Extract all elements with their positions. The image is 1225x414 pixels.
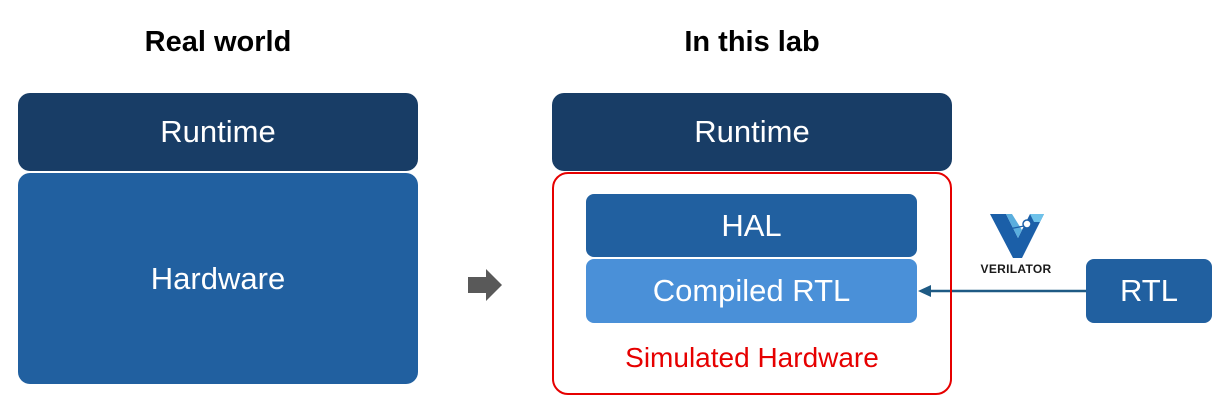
simulated-hardware-label: Simulated Hardware (625, 342, 879, 373)
verilator-label: VERILATOR (980, 262, 1052, 276)
lab-runtime-label: Runtime (694, 114, 810, 149)
hal-box: HAL (586, 194, 917, 257)
real-world-hardware-label: Hardware (150, 260, 286, 296)
rtl-source-box: RTL (1086, 259, 1212, 323)
right-arrow-icon (468, 269, 502, 301)
rtl-source-label: RTL (1119, 273, 1178, 308)
real-world-hardware-box: Hardware (18, 173, 418, 384)
left-arrow-icon (918, 285, 931, 297)
hal-label: HAL (721, 207, 782, 243)
simulated-hardware-container (552, 172, 952, 395)
real-world-runtime-label: Runtime (160, 114, 276, 149)
heading-in-this-lab: In this lab (684, 26, 820, 58)
compiled-rtl-label: Compiled RTL (652, 273, 851, 308)
real-world-runtime-box: Runtime (18, 93, 418, 171)
heading-real-world: Real world (144, 26, 292, 58)
lab-runtime-box: Runtime (552, 93, 952, 171)
compiled-rtl-box: Compiled RTL (586, 259, 917, 323)
verilator-logo-icon (990, 214, 1044, 258)
